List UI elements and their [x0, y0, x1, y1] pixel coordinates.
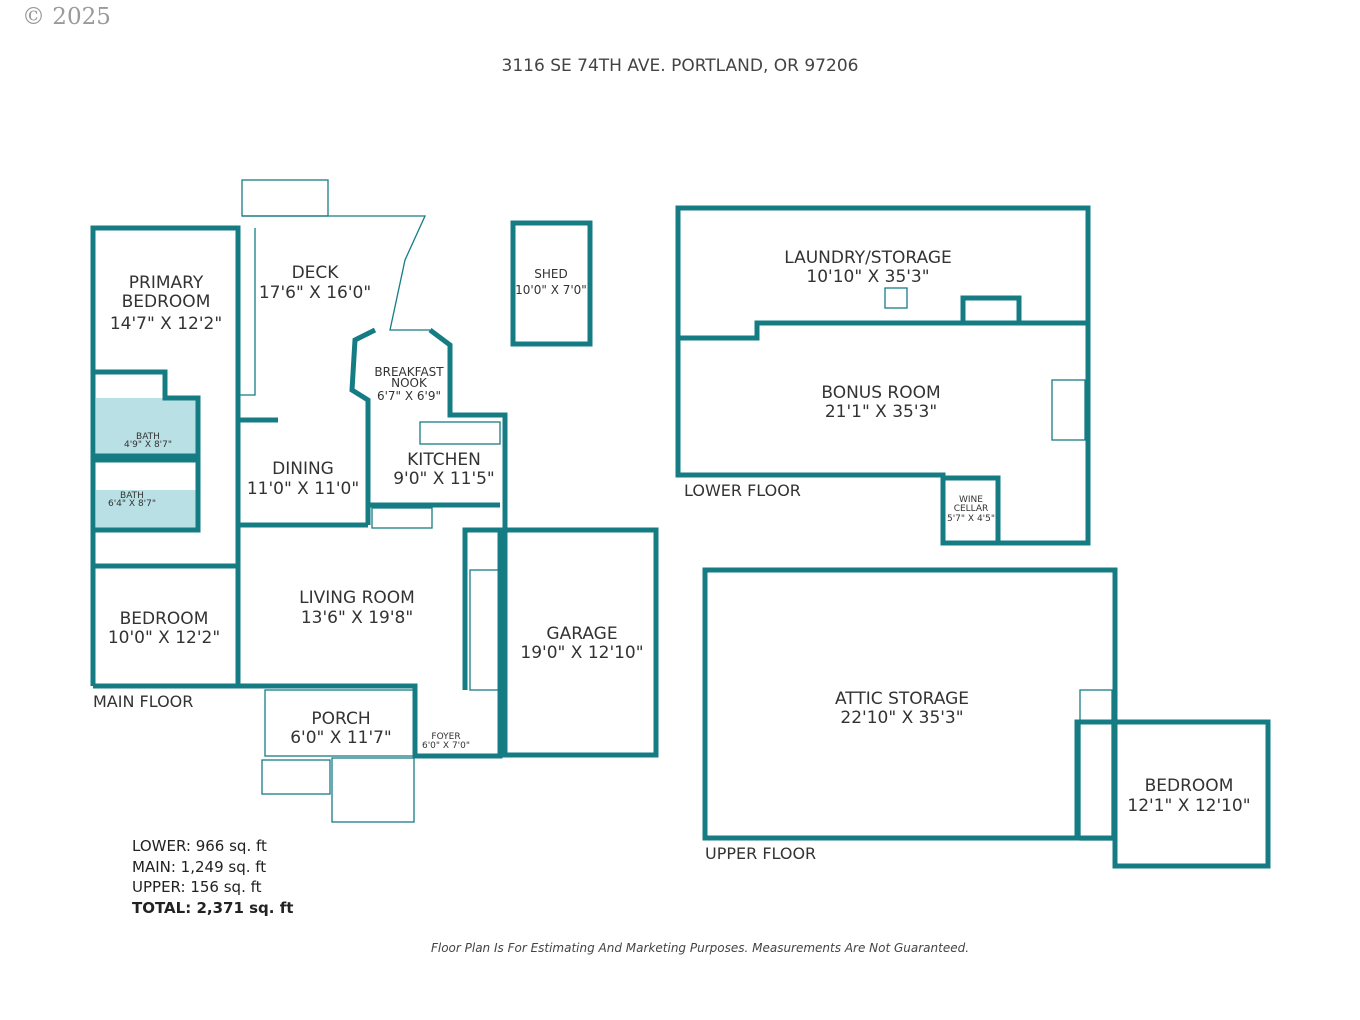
- bath-1-label: BATH: [136, 432, 160, 442]
- kitchen-dims: 9'0" X 11'5": [393, 469, 495, 489]
- room-labels: PRIMARY BEDROOM 14'7" X 12'2" DECK 17'6"…: [93, 248, 1251, 863]
- nook-west-wall: [349, 327, 377, 525]
- bonus-room-dims: 21'1" X 35'3": [825, 402, 937, 422]
- interior-stairs: [469, 569, 501, 691]
- lower-outer-wall: [675, 205, 1091, 546]
- lower-stairs: [1051, 379, 1086, 441]
- copyright-watermark: © 2025: [22, 4, 111, 30]
- laundry-bonus-wall: [678, 320, 1088, 341]
- primary-bedroom-label: PRIMARY: [129, 273, 204, 293]
- lower-floor-label: LOWER FLOOR: [684, 481, 801, 500]
- shed-label: SHED: [534, 267, 567, 281]
- bonus-room-label: BONUS ROOM: [821, 383, 940, 403]
- lower-floor-plan: [675, 205, 1091, 546]
- bath-1-dims: 4'9" X 8'7": [124, 440, 172, 450]
- bath-2-dims: 6'4" X 8'7": [108, 499, 156, 509]
- bath-1-wall: [93, 369, 201, 459]
- deck-outline: [242, 215, 430, 331]
- main-floor-plan: [90, 179, 659, 823]
- main-sqft: MAIN: 1,249 sq. ft: [132, 857, 267, 876]
- main-floor-label: MAIN FLOOR: [93, 692, 193, 711]
- lower-fireplace: [960, 295, 1022, 326]
- garage-label: GARAGE: [546, 624, 617, 644]
- porch-dims: 6'0" X 11'7": [290, 728, 392, 748]
- deck-label: DECK: [292, 263, 340, 283]
- porch-stairs: [331, 757, 415, 823]
- upper-bedroom-dims: 12'1" X 12'10": [1127, 796, 1250, 816]
- bath-2-wall: [93, 457, 201, 533]
- dining-dims: 11'0" X 11'0": [247, 479, 359, 499]
- living-room-dims: 13'6" X 19'8": [301, 608, 413, 628]
- primary-bedroom-dims: 14'7" X 12'2": [110, 314, 222, 334]
- property-address: 3116 SE 74TH AVE. PORTLAND, OR 97206: [501, 56, 859, 76]
- disclaimer: Floor Plan Is For Estimating And Marketi…: [430, 941, 970, 955]
- foyer-dims: 6'0" X 7'0": [422, 741, 470, 751]
- upper-bedroom-label: BEDROOM: [1145, 776, 1234, 796]
- attic-label: ATTIC STORAGE: [835, 689, 969, 709]
- porch-label: PORCH: [311, 709, 370, 729]
- planter: [261, 759, 331, 795]
- total-sqft: TOTAL: 2,371 sq. ft: [132, 898, 294, 917]
- nook-dims: 6'7" X 6'9": [377, 389, 441, 403]
- kitchen-label: KITCHEN: [407, 450, 481, 470]
- upper-sqft: UPPER: 156 sq. ft: [132, 878, 262, 896]
- fireplace: [371, 507, 433, 529]
- deck-stairs: [241, 179, 329, 217]
- lower-sqft: LOWER: 966 sq. ft: [132, 837, 267, 855]
- wine-cellar-label-2: CELLAR: [954, 504, 989, 514]
- laundry-fixture: [884, 287, 908, 309]
- wine-cellar-label: WINE: [959, 495, 983, 505]
- bedroom-label: BEDROOM: [120, 609, 209, 629]
- square-footage-summary: LOWER: 966 sq. ft MAIN: 1,249 sq. ft UPP…: [132, 836, 293, 918]
- dining-label: DINING: [272, 459, 334, 479]
- upper-floor-label: UPPER FLOOR: [705, 844, 816, 863]
- nook-label-2: NOOK: [391, 376, 428, 390]
- bath-2-floor: [96, 490, 198, 530]
- shed-dims: 10'0" X 7'0": [515, 283, 587, 297]
- bath-2-label: BATH: [120, 491, 144, 501]
- wine-cellar-dims: 5'7" X 4'5": [947, 514, 995, 524]
- porch-outline: [264, 689, 416, 757]
- upper-bedroom-outline: [1112, 719, 1271, 869]
- attic-dims: 22'10" X 35'3": [840, 708, 963, 728]
- bath-1-floor: [96, 398, 198, 456]
- kitchen-counter: [419, 421, 501, 445]
- garage-dims: 19'0" X 12'10": [520, 643, 643, 663]
- foyer-label: FOYER: [431, 732, 460, 742]
- deck-edge: [238, 228, 256, 396]
- upper-floor-plan: [702, 567, 1271, 869]
- nook-east-wall: [428, 328, 508, 528]
- nook-label: BREAKFAST: [374, 365, 444, 379]
- attic-outline: [702, 567, 1118, 841]
- upper-stair-wall: [1074, 719, 1115, 838]
- laundry-dims: 10'10" X 35'3": [806, 267, 929, 287]
- garage-outline: [502, 527, 659, 758]
- main-outer-wall-south: [93, 527, 503, 759]
- wine-cellar-wall: [943, 475, 1001, 543]
- shed-outline: [510, 220, 593, 347]
- upper-stairs: [1079, 689, 1113, 841]
- bedroom-dims: 10'0" X 12'2": [108, 628, 220, 648]
- living-room-label: LIVING ROOM: [299, 588, 415, 608]
- primary-bedroom-label-2: BEDROOM: [122, 292, 211, 312]
- deck-dims: 17'6" X 16'0": [259, 283, 371, 303]
- laundry-label: LAUNDRY/STORAGE: [784, 248, 952, 268]
